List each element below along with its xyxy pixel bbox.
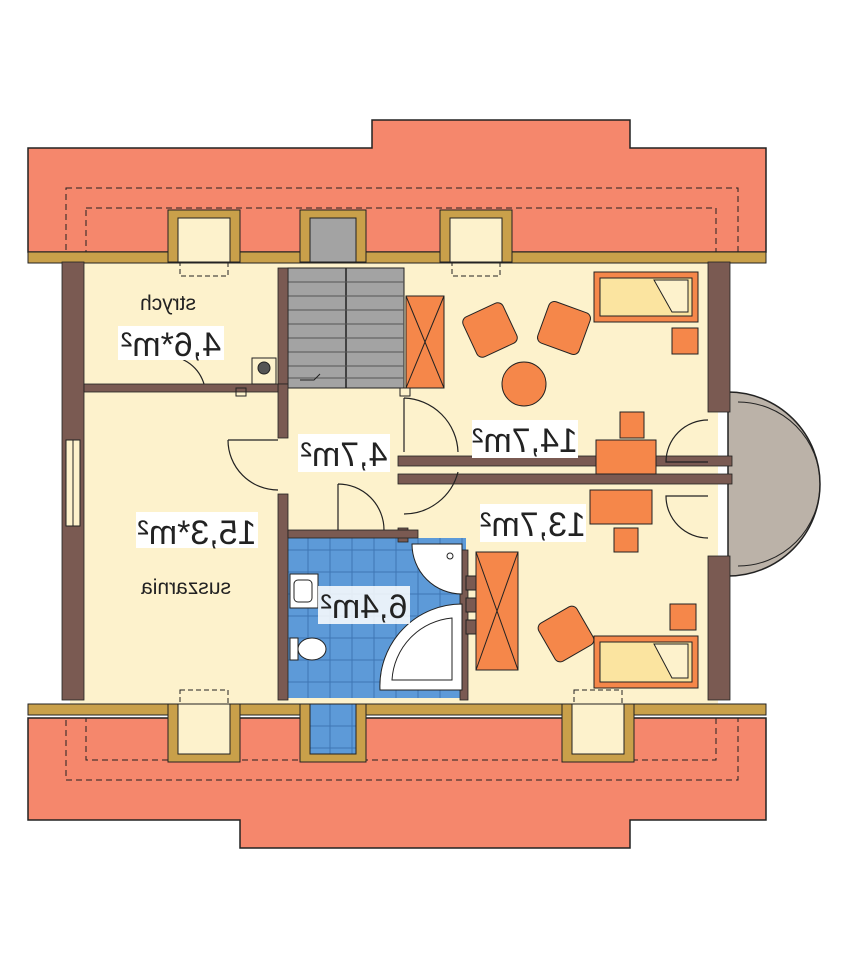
label-hall: 4,7m² <box>298 434 390 474</box>
eave-bottom <box>27 703 767 716</box>
label-attic: strych 4,6*m² <box>118 292 224 364</box>
label-bedroom-top: 14,7m² <box>472 420 578 460</box>
nightstand-top <box>671 327 699 355</box>
armchair-3 <box>537 605 595 663</box>
label-bathroom: 6,4m² <box>318 586 410 626</box>
wardrobe-top <box>405 295 445 389</box>
dormer-bottom-left <box>167 689 241 763</box>
room-name-drying-room: suszarnia <box>141 576 231 599</box>
shelf-units <box>465 575 477 635</box>
armchair-1 <box>462 302 518 358</box>
chair-bottom <box>613 527 639 553</box>
window-left <box>65 439 81 527</box>
doors <box>159 354 709 539</box>
toilet <box>289 637 327 661</box>
dormer-top-left <box>167 209 241 277</box>
bed-bottom <box>593 635 699 689</box>
label-bedroom-bottom: 13,7m² <box>480 504 586 544</box>
sink <box>289 573 319 609</box>
vent-icon <box>235 387 247 397</box>
bathtub <box>379 603 463 691</box>
round-table <box>501 361 547 407</box>
staircase <box>287 267 405 389</box>
bed-top <box>593 271 699 323</box>
roof-bottom <box>27 717 767 849</box>
eave-top <box>27 251 767 264</box>
dormer-bottom-right <box>561 689 635 763</box>
boiler-icon <box>251 357 277 385</box>
area-attic: 4,6*m² <box>121 326 221 364</box>
area-hall: 4,7m² <box>301 436 388 474</box>
room-name-attic: strych <box>140 292 196 315</box>
area-bedroom-bottom: 13,7m² <box>480 506 586 544</box>
vent-icon-2 <box>399 387 411 397</box>
label-drying-room: 15,3*m² suszarnia <box>136 512 258 599</box>
desk-bottom <box>589 489 653 525</box>
balcony <box>727 391 821 577</box>
chair-top <box>619 411 645 439</box>
nightstand-bottom <box>669 603 697 631</box>
dormer-bottom-bath <box>299 703 367 763</box>
wardrobe-bottom <box>475 551 519 671</box>
roof-top <box>27 119 767 253</box>
dormer-top-right <box>439 209 513 277</box>
area-bedroom-top: 14,7m² <box>472 422 578 460</box>
desk-top <box>595 439 657 475</box>
area-drying-room: 15,3*m² <box>137 514 256 552</box>
armchair-2 <box>536 300 592 356</box>
dormer-top-stairs <box>299 209 367 263</box>
shower <box>411 543 463 595</box>
area-bathroom: 6,4m² <box>321 588 408 626</box>
